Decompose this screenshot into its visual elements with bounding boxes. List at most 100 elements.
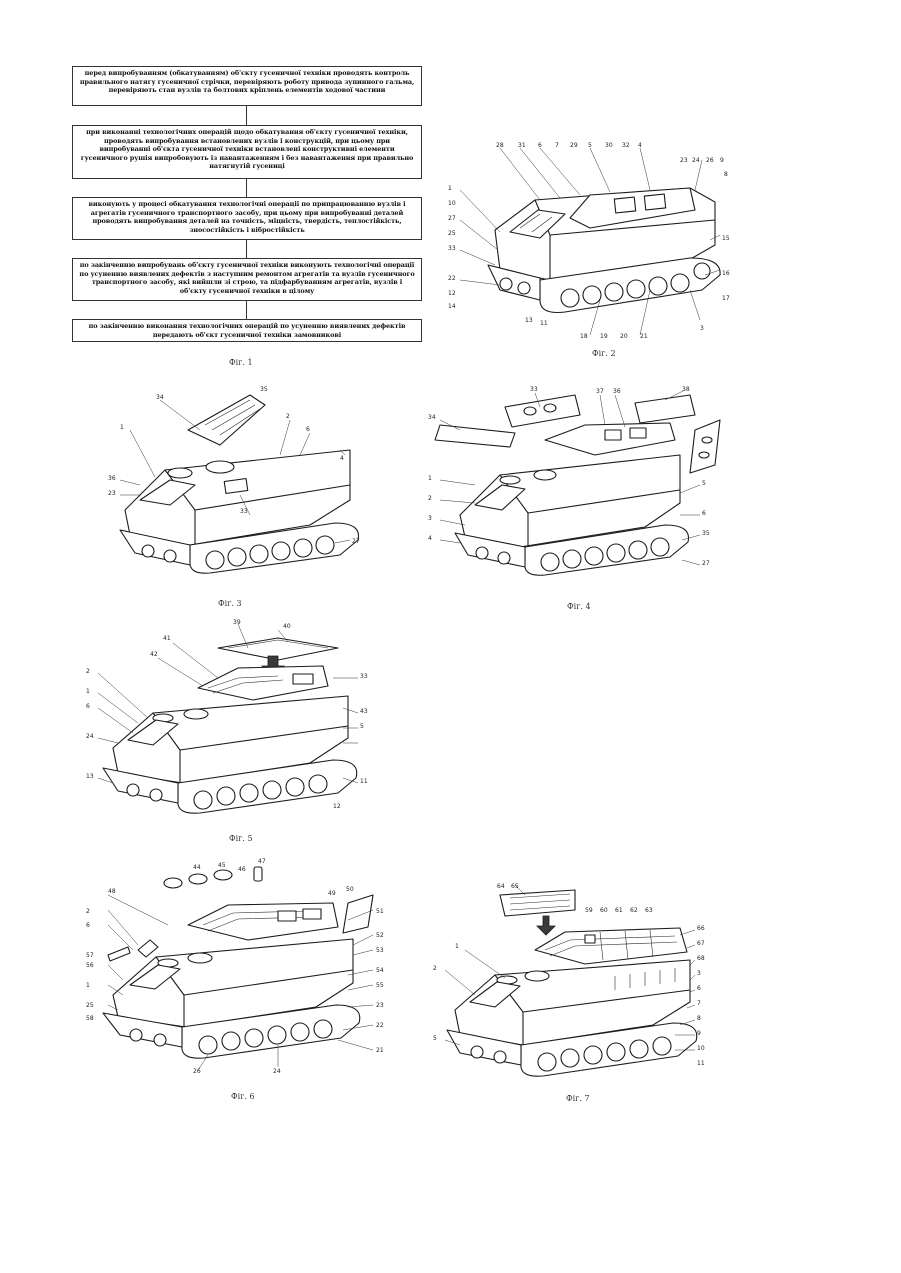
flowchart-step-3-text: виконують у процесі обкатування технолог… (88, 200, 405, 234)
callout: 35 (260, 386, 268, 393)
callout: 36 (108, 475, 116, 482)
callout: 26 (193, 1068, 201, 1075)
callout: 19 (600, 333, 608, 340)
flowchart-step-4: по закінченню випробувань об'єкту гусени… (72, 258, 422, 301)
callout: 5 (702, 480, 706, 487)
callout: 10 (697, 1045, 705, 1052)
callout: 8 (724, 171, 728, 178)
fig3-callouts: 34 35 1 2 4 6 36 23 33 27 (100, 385, 370, 585)
callout: 1 (448, 185, 452, 192)
callout: 33 (360, 673, 368, 680)
callout: 63 (645, 907, 653, 914)
callout: 8 (697, 1015, 701, 1022)
callout: 37 (596, 388, 604, 395)
callout: 11 (540, 320, 548, 327)
callout: 49 (328, 890, 336, 897)
callout: 14 (448, 303, 456, 310)
flowchart-step-3: виконують у процесі обкатування технолог… (72, 197, 422, 240)
callout: 1 (86, 982, 90, 989)
callout: 42 (150, 651, 158, 658)
fig2-caption: Фіг. 2 (592, 349, 616, 358)
callout: 45 (218, 862, 226, 869)
callout: 33 (530, 386, 538, 393)
callout: 21 (376, 1047, 384, 1054)
callout: 40 (283, 623, 291, 630)
callout: 46 (238, 866, 246, 873)
fig7-drawing: 64 65 59 60 61 62 63 66 67 68 1 2 3 5 6 … (425, 880, 715, 1080)
callout: 13 (525, 317, 533, 324)
flowchart-connector-3 (246, 240, 247, 258)
callout: 33 (448, 245, 456, 252)
callout: 44 (193, 864, 201, 871)
callout: 11 (697, 1060, 705, 1067)
fig5-callouts: 39 40 41 42 2 1 6 24 5 11 12 13 33 43 (78, 618, 378, 818)
flowchart-connector-2 (246, 179, 247, 197)
callout: 9 (697, 1030, 701, 1037)
callout: 24 (692, 157, 700, 164)
fig3-drawing: 34 35 1 2 4 6 36 23 33 27 (100, 385, 370, 585)
callout: 23 (108, 490, 116, 497)
callout: 54 (376, 967, 384, 974)
flowchart-step-1-text: перед випробуванням (обкатуванням) об'єк… (80, 69, 414, 94)
callout: 33 (240, 508, 248, 515)
callout: 12 (448, 290, 456, 297)
callout: 21 (640, 333, 648, 340)
callout: 31 (518, 142, 526, 149)
fig2-drawing: 28 31 6 7 29 5 30 32 4 23 24 26 9 8 1 10… (440, 140, 740, 340)
callout: 13 (86, 773, 94, 780)
callout: 17 (722, 295, 730, 302)
callout: 6 (697, 985, 701, 992)
callout: 23 (376, 1002, 384, 1009)
callout: 68 (697, 955, 705, 962)
callout: 6 (86, 922, 90, 929)
callout: 16 (722, 270, 730, 277)
flowchart-connector-4 (246, 301, 247, 319)
callout: 59 (585, 907, 593, 914)
callout: 27 (448, 215, 456, 222)
callout: 6 (86, 703, 90, 710)
fig6-drawing: 47 46 45 44 48 49 50 51 52 53 54 55 56 5… (78, 855, 398, 1075)
callout: 56 (86, 962, 94, 969)
callout: 64 (497, 883, 505, 890)
flowchart-step-4-text: по закінченню випробувань об'єкту гусени… (79, 261, 414, 295)
callout: 3 (697, 970, 701, 977)
callout: 48 (108, 888, 116, 895)
callout: 27 (702, 560, 710, 567)
callout: 24 (86, 733, 94, 740)
flowchart-connector-1 (246, 106, 247, 125)
callout: 50 (346, 886, 354, 893)
callout: 58 (86, 1015, 94, 1022)
callout: 24 (273, 1068, 281, 1075)
fig6-callouts: 47 46 45 44 48 49 50 51 52 53 54 55 56 5… (78, 855, 398, 1075)
fig6-caption: Фіг. 6 (231, 1092, 255, 1101)
callout: 4 (638, 142, 642, 149)
flowchart-step-5-text: по закінченню виконання технологічних оп… (89, 322, 406, 339)
callout: 39 (233, 619, 241, 626)
callout: 1 (428, 475, 432, 482)
callout: 32 (622, 142, 630, 149)
callout: 7 (555, 142, 559, 149)
callout: 52 (376, 932, 384, 939)
callout: 18 (580, 333, 588, 340)
flowchart-step-2-text: при виконанні технологічних операцій щод… (81, 128, 414, 170)
flowchart-step-1: перед випробуванням (обкатуванням) об'єк… (72, 66, 422, 106)
fig4-drawing: 33 37 36 38 34 1 2 3 4 5 6 35 27 (420, 385, 730, 585)
callout: 43 (360, 708, 368, 715)
callout: 41 (163, 635, 171, 642)
callout: 27 (352, 538, 360, 545)
callout: 6 (538, 142, 542, 149)
callout: 4 (428, 535, 432, 542)
callout: 2 (86, 908, 90, 915)
callout: 6 (306, 426, 310, 433)
fig1-caption: Фіг. 1 (229, 358, 253, 367)
callout: 25 (86, 1002, 94, 1009)
fig3-caption: Фіг. 3 (218, 599, 242, 608)
fig7-caption: Фіг. 7 (566, 1094, 590, 1103)
callout: 38 (682, 386, 690, 393)
callout: 34 (428, 414, 436, 421)
callout: 66 (697, 925, 705, 932)
callout: 26 (706, 157, 714, 164)
callout: 4 (340, 455, 344, 462)
callout: 2 (428, 495, 432, 502)
callout: 1 (120, 424, 124, 431)
